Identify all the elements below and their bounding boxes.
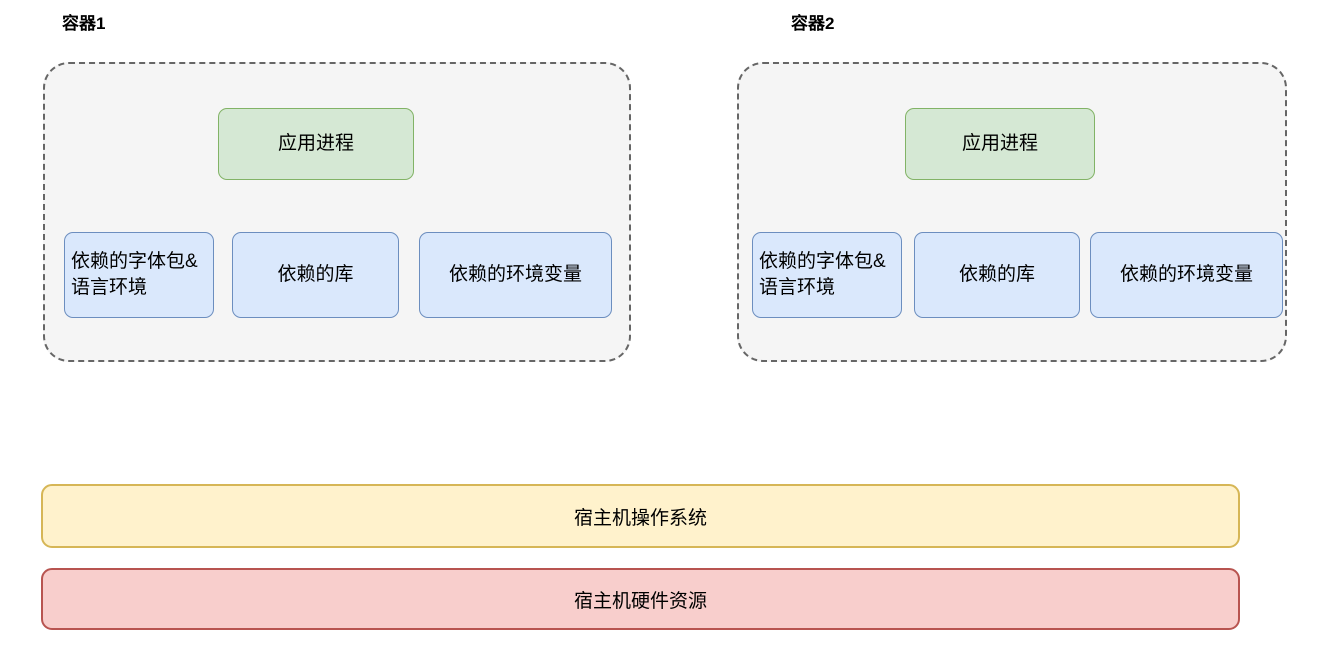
host-hardware-resources-layer: 宿主机硬件资源 bbox=[41, 568, 1240, 630]
container-1-dependency-libraries: 依赖的库 bbox=[232, 232, 399, 318]
container-1-title: 容器1 bbox=[62, 14, 106, 33]
host-operating-system-layer: 宿主机操作系统 bbox=[41, 484, 1240, 548]
container-1-dependency-env-vars: 依赖的环境变量 bbox=[419, 232, 612, 318]
container-2-app-process: 应用进程 bbox=[905, 108, 1095, 180]
container-1-dependency-fonts-locale: 依赖的字体包&语言环境 bbox=[64, 232, 214, 318]
container-2-dependency-fonts-locale: 依赖的字体包&语言环境 bbox=[752, 232, 902, 318]
container-1-app-process: 应用进程 bbox=[218, 108, 414, 180]
container-2-title: 容器2 bbox=[791, 14, 835, 33]
container-2-dependency-libraries: 依赖的库 bbox=[914, 232, 1080, 318]
container-2-dependency-env-vars: 依赖的环境变量 bbox=[1090, 232, 1283, 318]
